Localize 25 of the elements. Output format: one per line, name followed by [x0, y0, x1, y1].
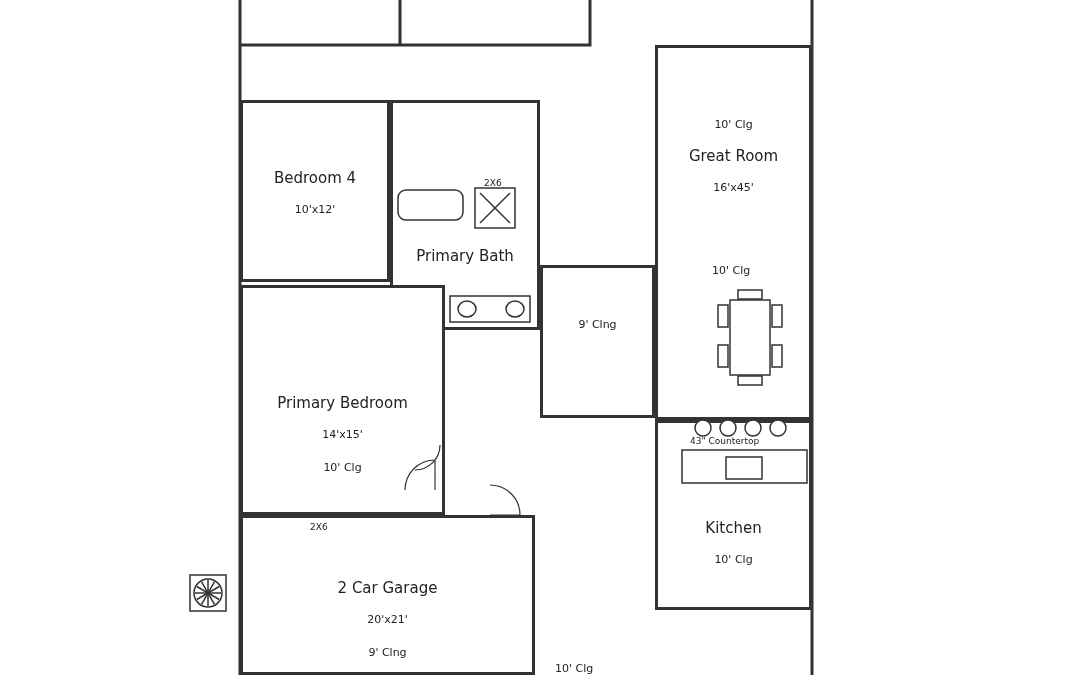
room-outline [240, 100, 390, 282]
room-note: 9' Clng [368, 646, 407, 659]
room-name: Bedroom 4 [273, 169, 357, 187]
room-name: Great Room [688, 147, 779, 165]
room-note: 20'x21' [367, 613, 408, 626]
room-note: 10' Clg [714, 118, 753, 131]
room-note: 9' Clng [578, 318, 617, 331]
room-note: 14'x15' [322, 428, 363, 441]
room-note: 10' Clg [323, 461, 362, 474]
ceiling-note: 10' Clg [555, 662, 594, 675]
room-note: 16'x45' [713, 181, 754, 194]
room-outline [240, 285, 445, 515]
room-outline [240, 515, 535, 675]
countertop-note: 43" Countertop [690, 436, 760, 446]
room-note: 10'x12' [294, 203, 336, 216]
room-name: Primary Bath [416, 247, 514, 265]
ceiling-note: 10' Clg [712, 264, 751, 277]
room-name: Kitchen [705, 519, 762, 537]
room-name: 2 Car Garage [337, 579, 438, 597]
wall-dimension: 2X6 [484, 178, 502, 188]
room-name: Primary Bedroom [277, 394, 408, 412]
room-outline [540, 265, 655, 418]
wall-dimension: 2X6 [310, 522, 328, 532]
room-note: 10' Clg [714, 553, 753, 566]
room-outline [655, 45, 812, 420]
